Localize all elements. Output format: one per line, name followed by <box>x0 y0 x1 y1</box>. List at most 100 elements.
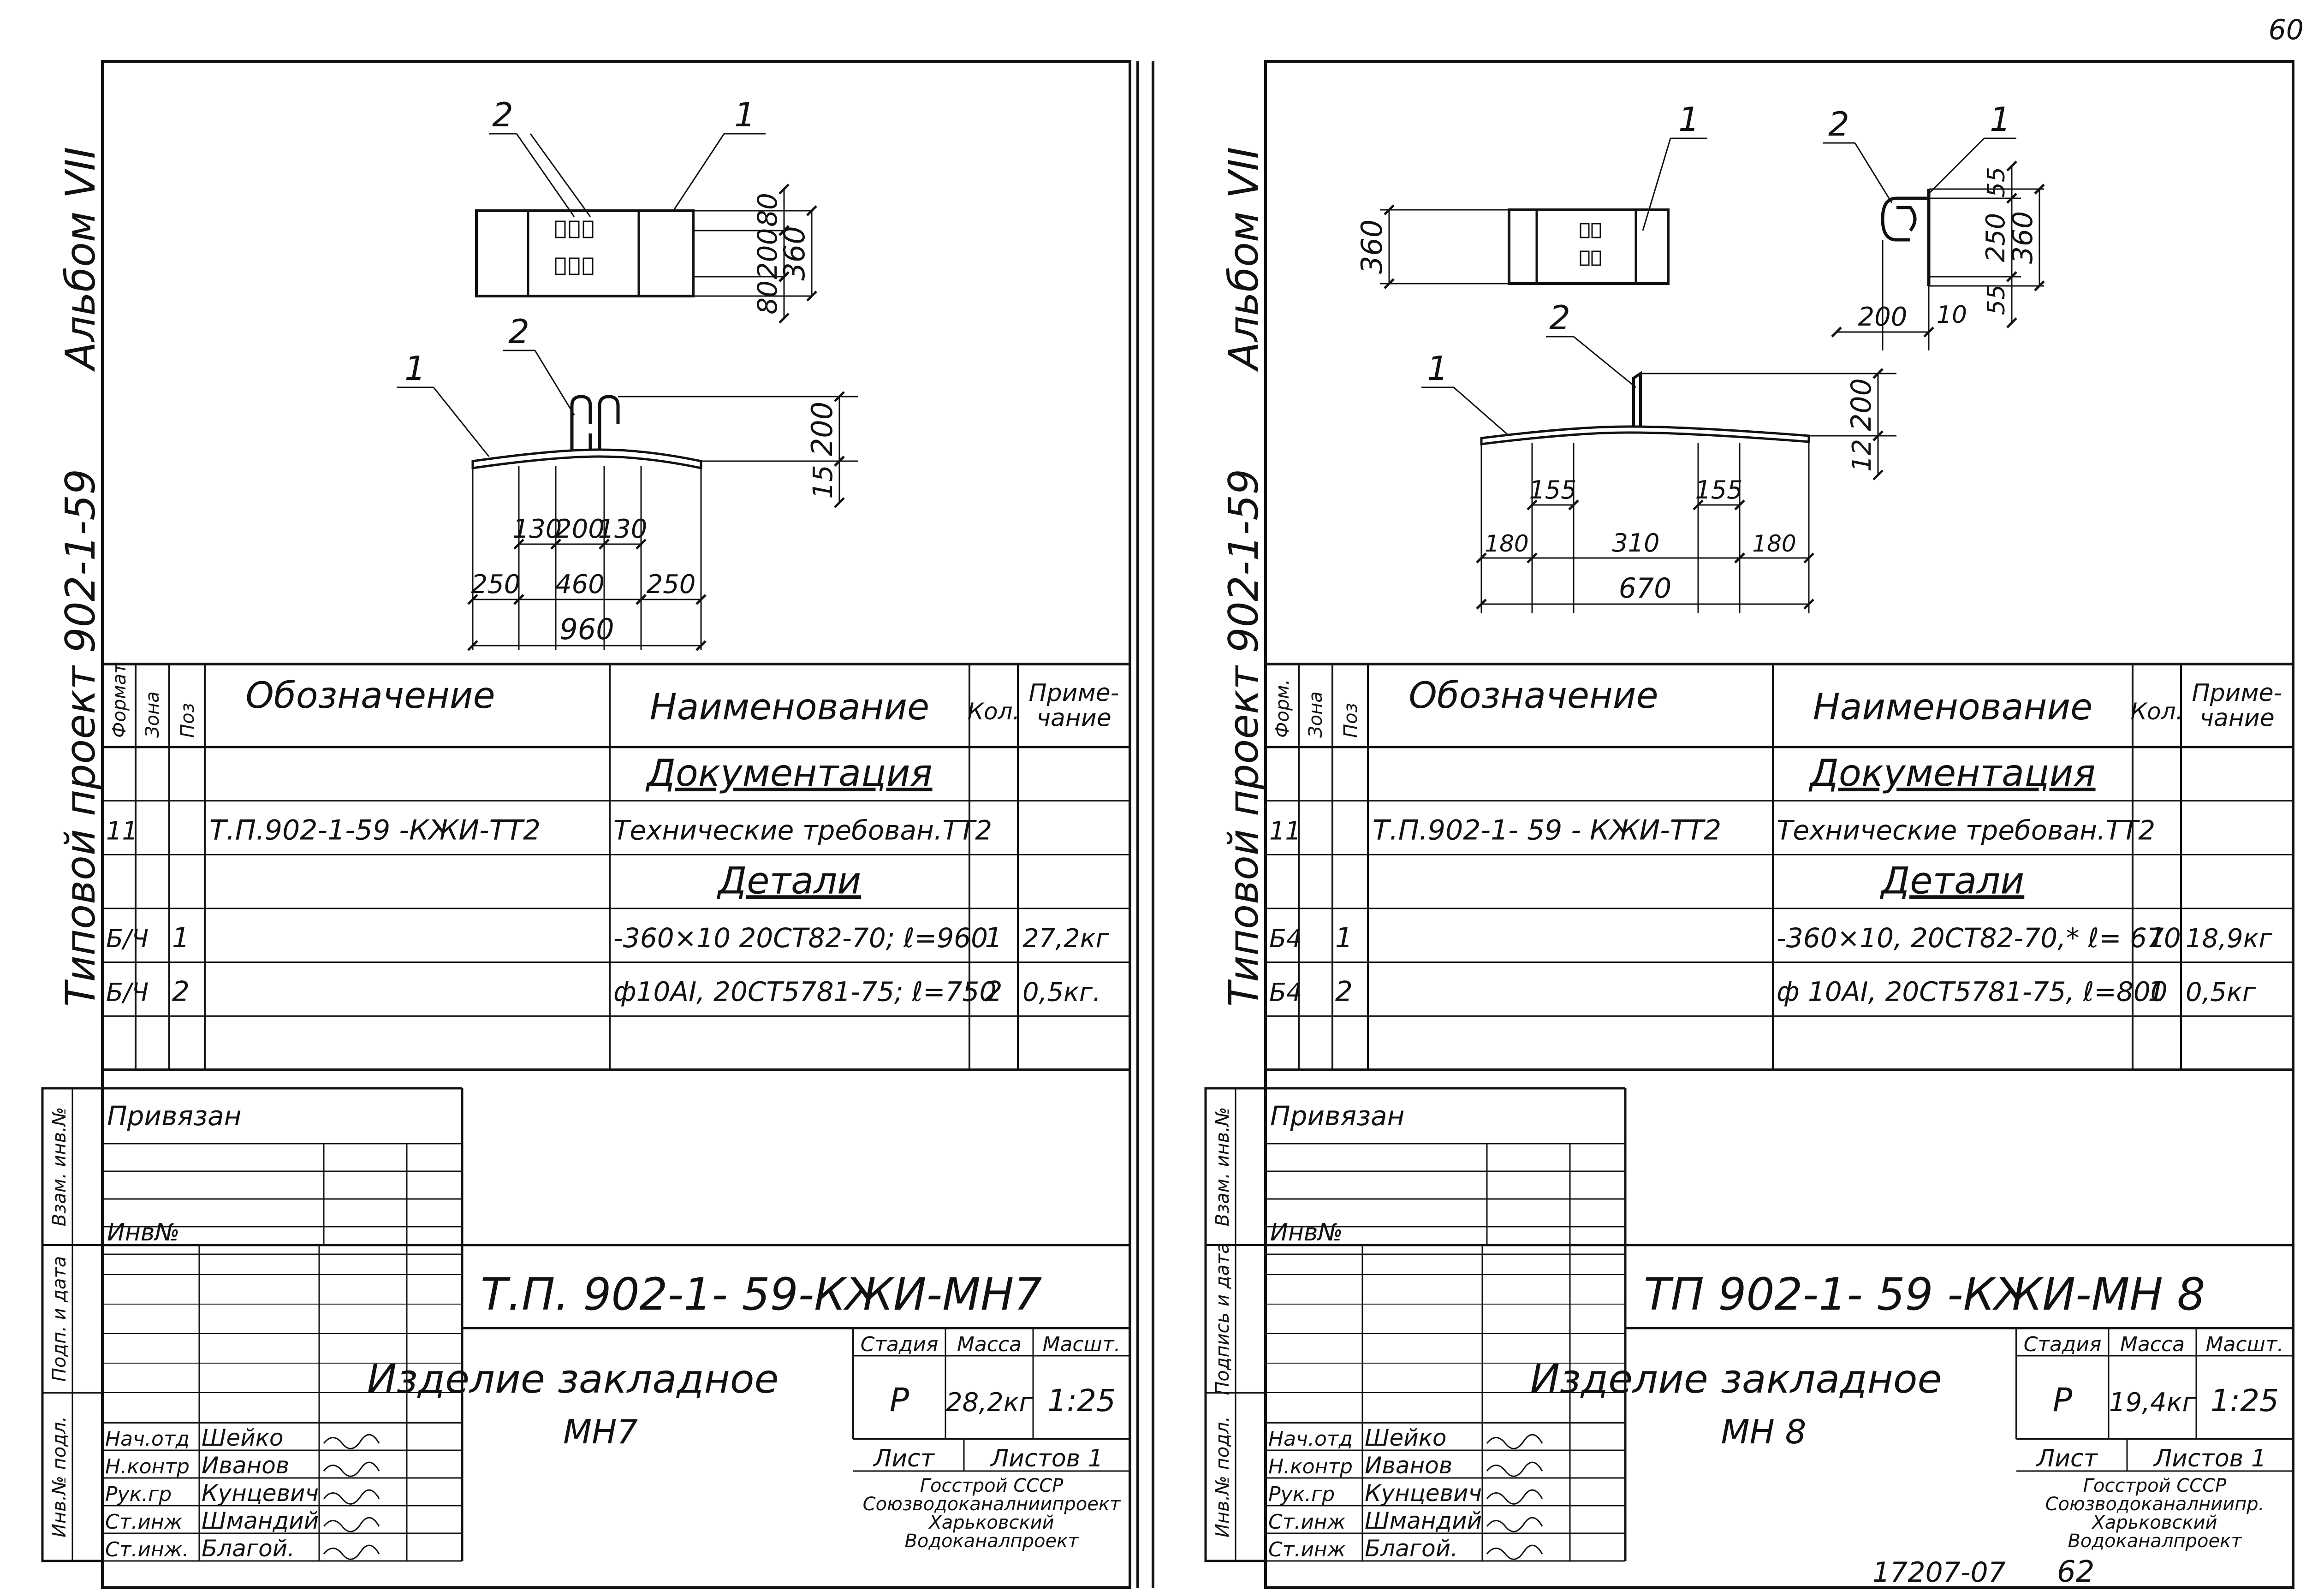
dimension-tick <box>1734 552 1745 564</box>
signature-role: Ст.инж <box>1268 1538 1346 1561</box>
dimension-tick <box>1693 499 1704 510</box>
document-code: ТП 902-1- 59 -КЖИ-МН 8 <box>1644 1269 2205 1320</box>
signature-name: Благой. <box>1365 1535 1458 1562</box>
plate-plan <box>1508 208 1670 285</box>
dimension-value: 155 <box>1529 475 1576 504</box>
anchor-hook-mark <box>1591 223 1601 238</box>
dimension-tick <box>1527 499 1538 510</box>
column-header: Формат <box>109 662 130 738</box>
column-header: Поз <box>1340 703 1361 738</box>
side-stamp-label: Инв.№ подл. <box>1212 1416 1233 1537</box>
dimension-value: 250 <box>647 570 696 599</box>
dimension-tick <box>1527 552 1538 564</box>
dimension-tick <box>1384 278 1395 289</box>
dimension-tick <box>636 539 647 550</box>
signature-scribble <box>1486 1489 1543 1505</box>
section-heading: Документация <box>1808 752 2095 795</box>
cell-name: -360×10, 20СТ82-70,* ℓ= 670 <box>1777 922 2181 954</box>
cell-position: 1 <box>1335 922 1353 954</box>
position-callout: 1 <box>404 349 426 388</box>
signature-name: Иванов <box>202 1452 289 1479</box>
anchor-hook-mark <box>555 257 566 275</box>
cell-quantity: 2 <box>985 976 1002 1008</box>
label-line: Приме- <box>2192 679 2282 707</box>
dimension-value: 200 <box>805 402 839 456</box>
signature-role: Н.контр <box>105 1455 190 1478</box>
column-header: Форм. <box>1272 679 1293 738</box>
signature-role: Ст.инж <box>1268 1510 1346 1534</box>
position-callout: 2 <box>1828 105 1849 143</box>
cell-format: Б4 <box>1269 924 1302 953</box>
organization-line: Союзводоканалниипроект <box>863 1494 1121 1515</box>
leader-line <box>1854 142 1893 203</box>
album-caption: Альбом VII <box>1220 147 1267 372</box>
signature-scribble <box>323 1489 380 1505</box>
page-number: 60 <box>2269 14 2304 46</box>
dimension-value: 55 <box>1983 285 2010 315</box>
dimension-value: 670 <box>1619 572 1672 605</box>
signature-scribble <box>1486 1434 1543 1449</box>
leader-line <box>672 133 725 211</box>
side-stamp-label: Взам. инв.№ <box>1212 1107 1233 1227</box>
cell-name: -360×10 20СТ82-70; ℓ=960 <box>613 922 988 954</box>
side-stamp-label: Взам. инв.№ <box>49 1107 70 1227</box>
dimension-tick <box>1803 552 1814 564</box>
mass-header: Масса <box>2120 1333 2185 1356</box>
project-caption: Типовой проект 902-1-59 <box>57 469 104 1007</box>
dimension-tick <box>467 594 478 605</box>
column-header: Приме-чание <box>1029 679 1119 732</box>
sheet-frame <box>101 60 1131 1589</box>
cell-format: Б4 <box>1269 978 1302 1007</box>
hook-profile <box>1881 196 1929 242</box>
cell-designation: Т.П.902-1-59 -КЖИ-ТТ2 <box>209 814 541 847</box>
dimension-tick <box>779 271 790 282</box>
stage-value: Р <box>2053 1381 2073 1419</box>
scale-header: Масшт. <box>1043 1333 1121 1356</box>
dimension-tick <box>1384 204 1395 215</box>
signature-name: Иванов <box>1365 1452 1452 1479</box>
hook-rod <box>1632 371 1642 427</box>
cell-position: 1 <box>172 922 190 954</box>
leader-line <box>1928 137 1985 195</box>
column-header: Зона <box>1305 691 1326 738</box>
column-header: Приме-чание <box>2192 679 2282 732</box>
dimension-value: 250 <box>1981 213 2011 262</box>
mass-header: Масса <box>957 1333 1022 1356</box>
anchor-hook-mark <box>1580 250 1590 266</box>
dimension-value: 360 <box>2007 211 2039 264</box>
hook-rod <box>598 395 620 450</box>
organization-line: Госстрой СССР <box>2083 1475 2227 1496</box>
section-heading: Детали <box>717 859 861 902</box>
label-line: Приме- <box>1029 679 1119 707</box>
dimension-tick <box>1831 326 1842 338</box>
plate-plan <box>475 209 695 297</box>
cell-quantity: 1 <box>2148 922 2165 954</box>
organization-line: Водоканалпроект <box>2068 1531 2242 1552</box>
anchor-hook-mark <box>1580 223 1590 238</box>
position-callout: 2 <box>1549 298 1570 337</box>
section-heading: Детали <box>1880 859 2024 902</box>
column-header: Обозначение <box>1409 675 1658 717</box>
dimension-tick <box>695 640 707 651</box>
dimension-tick <box>2006 317 2017 328</box>
column-header: Наименование <box>1813 687 2092 728</box>
dimension-tick <box>550 539 561 550</box>
column-header: Поз <box>177 703 198 738</box>
leader-line <box>516 133 575 217</box>
inventory-label: Инв№ <box>107 1219 180 1246</box>
dimension-tick <box>2006 160 2017 172</box>
signature-role: Ст.инж. <box>105 1538 189 1561</box>
leader-line <box>433 387 490 457</box>
cell-note: 27,2кг <box>1022 924 1110 954</box>
position-callout: 1 <box>1990 100 2011 139</box>
dimension-tick <box>1872 469 1884 481</box>
sheet-frame <box>1264 60 2294 1589</box>
dimension-value: 130 <box>513 514 562 544</box>
organization-line: Госстрой СССР <box>920 1475 1064 1496</box>
signature-name: Благой. <box>202 1535 295 1562</box>
signature-role: Нач.отд <box>105 1427 190 1451</box>
stage-value: Р <box>890 1381 909 1419</box>
